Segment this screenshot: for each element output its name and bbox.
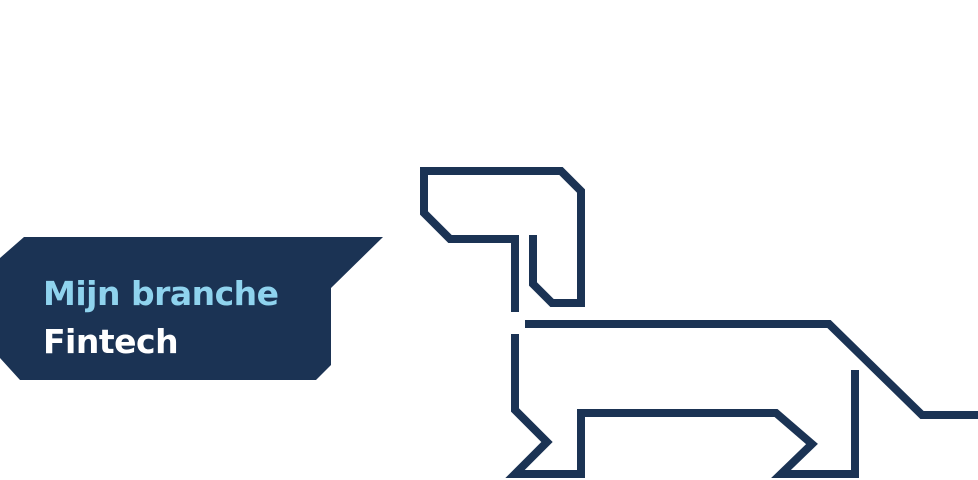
dog-back-tail-outline	[525, 320, 978, 419]
dog-head-outline	[420, 167, 585, 312]
badge-title: Mijn branche	[43, 274, 279, 313]
branch-badge: Mijn branche Fintech	[43, 270, 333, 366]
badge-value: Fintech	[43, 322, 179, 361]
dog-front-leg-outline	[505, 334, 859, 478]
